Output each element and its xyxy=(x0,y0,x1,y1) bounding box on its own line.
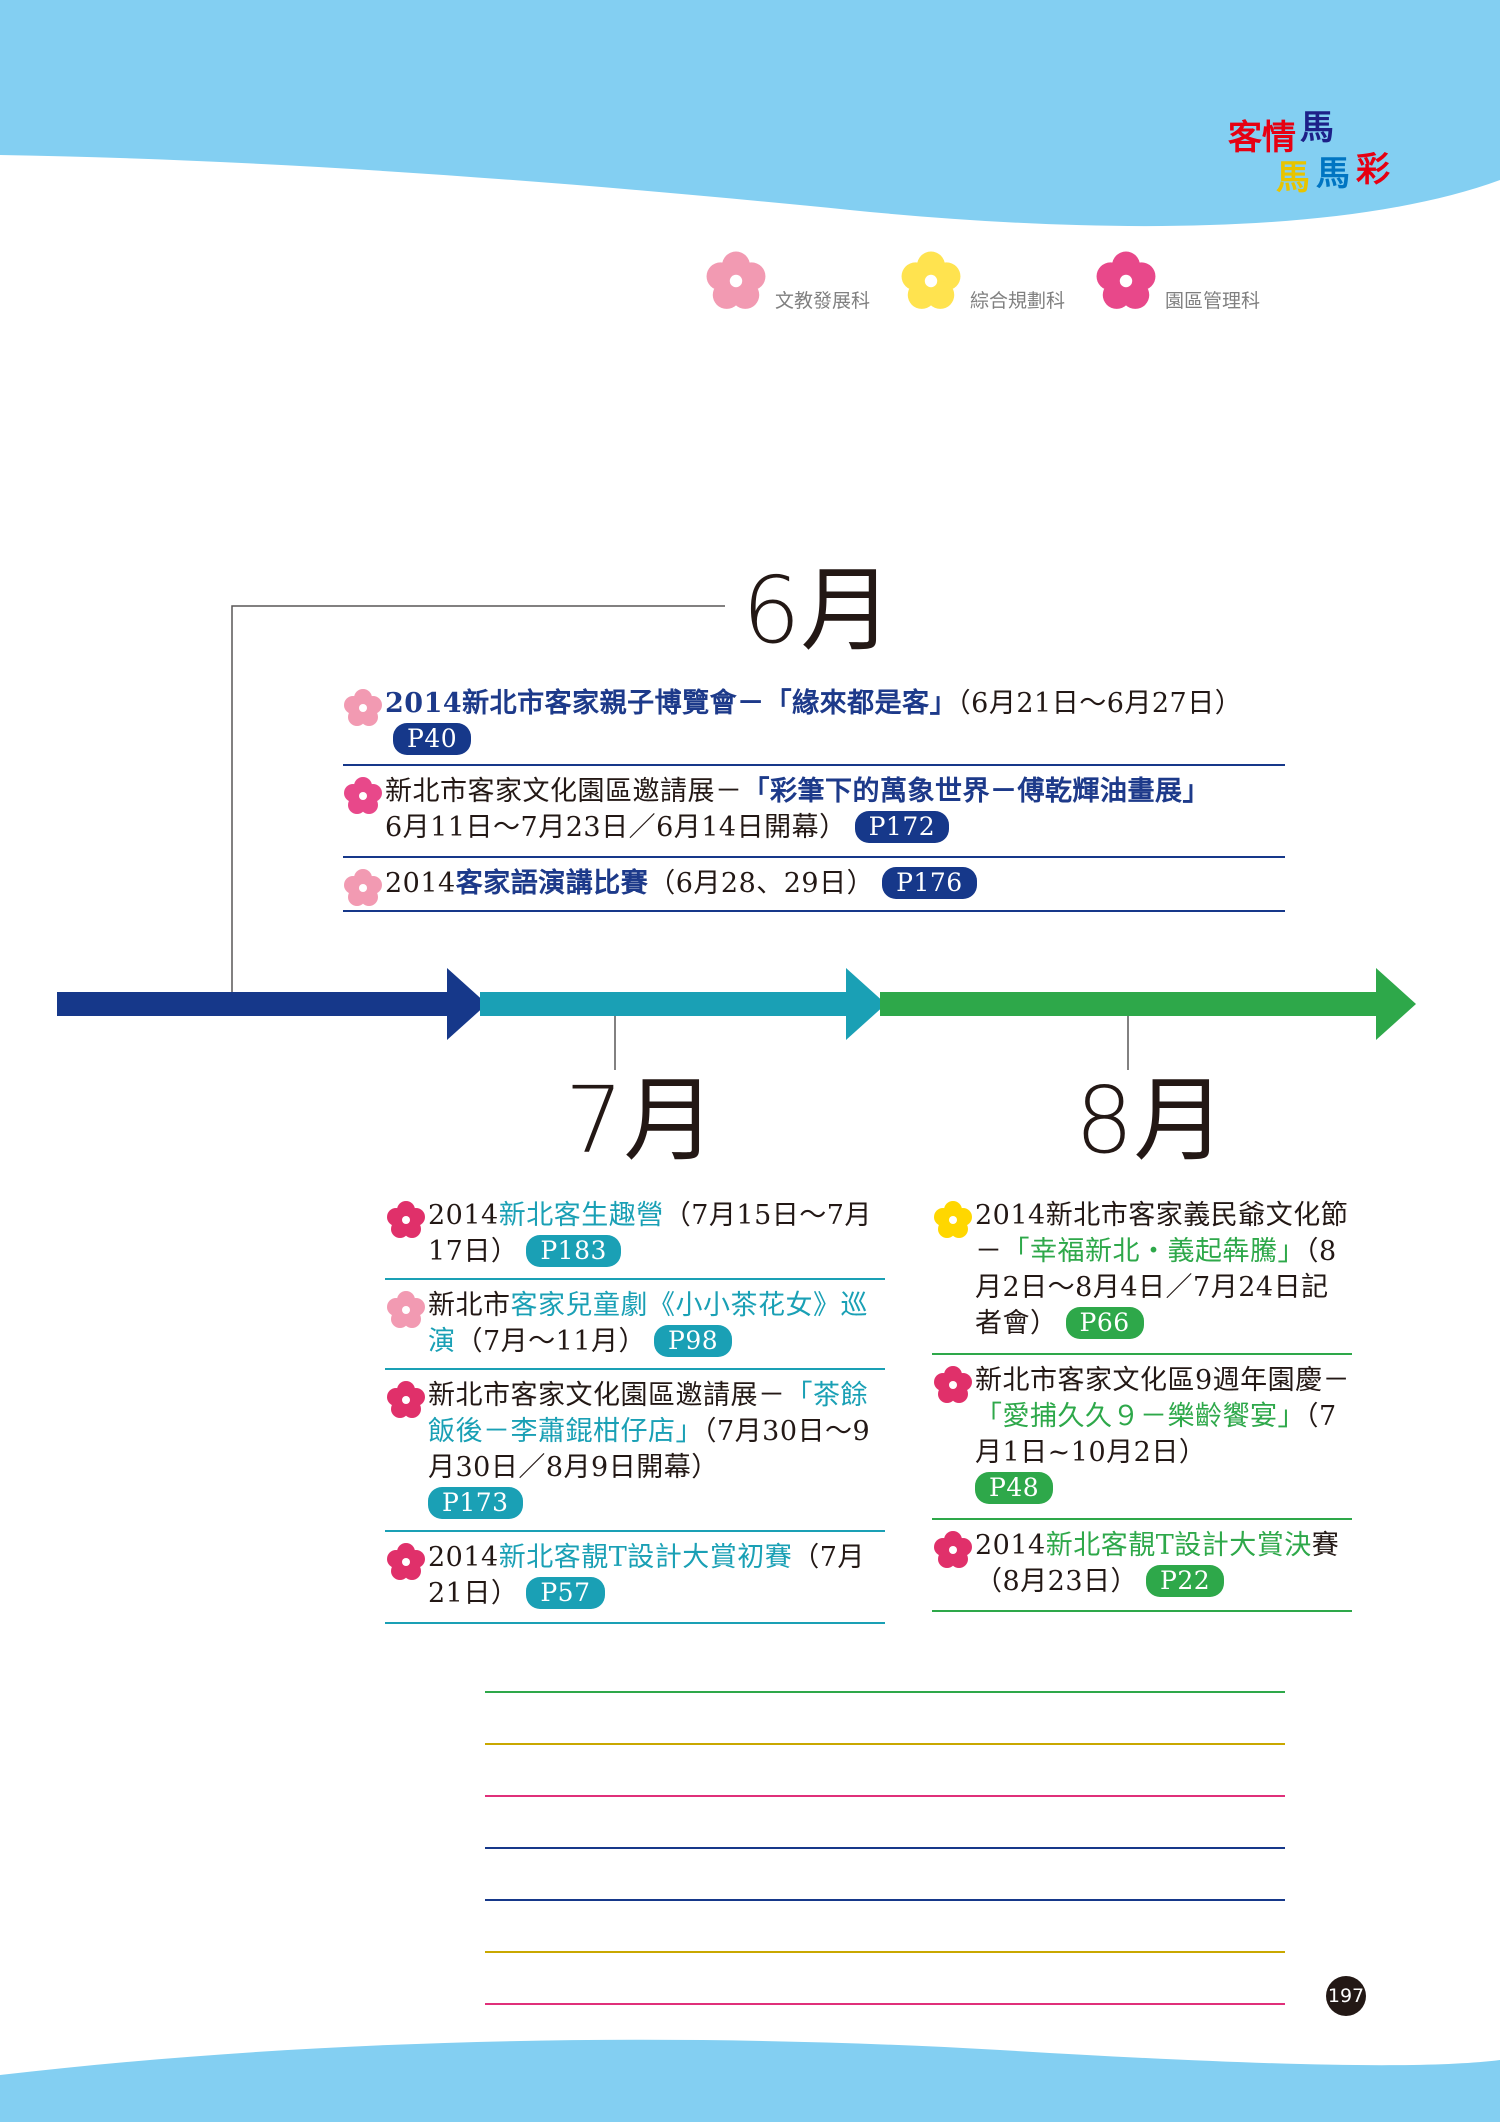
month-label-june: 6月 xyxy=(742,557,893,664)
event-title: 「幸福新北‧義起犇騰」 xyxy=(1002,1236,1305,1267)
flower-icon xyxy=(934,1366,972,1403)
logo-char: 馬 xyxy=(1276,158,1310,198)
month-label-july: 7月 xyxy=(565,1067,716,1174)
event-title: 客家語演講比賽 xyxy=(455,868,649,899)
event-text: 新北市客家文化園區邀請展－ xyxy=(428,1380,786,1411)
event-title: 「愛捕久久９－樂齡饗宴」 xyxy=(975,1401,1305,1432)
event-item: 2014新北市客家義民爺文化節－「幸福新北‧義起犇騰」（8月2日～8月4日／7月… xyxy=(934,1198,1355,1342)
divider xyxy=(343,764,1285,766)
divider xyxy=(932,1518,1352,1520)
page-reference-badge[interactable]: P40 xyxy=(393,723,472,755)
event-date: （7月1日~10月2日） xyxy=(975,1401,1337,1468)
legend: 文教發展科 綜合規劃科 園區管理科 xyxy=(705,250,1305,320)
event-title: 新北客靚T設計大賞初賽 xyxy=(498,1542,793,1573)
event-date: （7月30日～9月30日／8月9日開幕） xyxy=(428,1416,871,1483)
august-arrow-bar xyxy=(880,992,1385,1016)
flower-icon xyxy=(934,1201,972,1238)
july-arrow-head xyxy=(846,968,886,1040)
event-title: 客家兒童劇《小小茶花女》巡演 xyxy=(428,1290,868,1357)
page-reference-badge[interactable]: P48 xyxy=(975,1472,1054,1504)
event-title: 新北客生趣營 xyxy=(498,1200,664,1231)
event-date: （8月2日～8月4日／7月24日記者會） xyxy=(975,1236,1337,1339)
logo: 客情 馬 馬 馬 彩 xyxy=(1228,100,1418,210)
event-text: 新北市 xyxy=(428,1290,511,1321)
page-reference-badge[interactable]: P173 xyxy=(428,1487,523,1519)
page-reference-badge[interactable]: P66 xyxy=(1065,1307,1144,1339)
event-date: （7月15日～7月17日） xyxy=(428,1200,872,1267)
event-title: 「茶餘飯後－李蕭錕柑仔店」 xyxy=(428,1380,868,1447)
flower-icon xyxy=(387,1201,425,1238)
divider xyxy=(932,1610,1352,1612)
event-item: 2014新北客靚T設計大賞初賽（7月21日）P57 xyxy=(387,1540,888,1612)
flower-icon xyxy=(1096,251,1156,309)
june-arrow-bar xyxy=(57,992,452,1016)
event-item: 2014客家語演講比賽（6月28、29日）P176 xyxy=(344,866,1285,906)
flower-icon xyxy=(344,869,382,906)
event-item: 2014新北客生趣營（7月15日～7月17日）P183 xyxy=(387,1198,888,1270)
flower-icon xyxy=(901,251,961,309)
legend-label: 園區管理科 xyxy=(1165,290,1261,312)
june-arrow-head xyxy=(447,968,487,1040)
event-text: 2014新北市客家義民爺文化節－ xyxy=(975,1200,1349,1267)
event-date: （6月21日～6月27日） xyxy=(957,688,1243,719)
event-date: （7月～11月） xyxy=(455,1326,647,1357)
july-arrow-bar xyxy=(480,992,850,1016)
flower-icon xyxy=(387,1381,425,1418)
page-reference-badge[interactable]: P57 xyxy=(526,1577,605,1609)
flower-icon xyxy=(706,251,766,309)
legend-label: 文教發展科 xyxy=(775,290,871,312)
event-text: 2014 xyxy=(428,1200,499,1231)
event-item: 2014新北客靚T設計大賞決賽（8月23日）P22 xyxy=(934,1528,1355,1600)
divider xyxy=(385,1368,885,1370)
divider xyxy=(343,910,1285,912)
divider xyxy=(385,1278,885,1280)
flower-icon xyxy=(934,1531,972,1568)
event-date: （6月28、29日） xyxy=(648,868,875,899)
logo-char: 馬 xyxy=(1316,154,1350,194)
divider xyxy=(932,1353,1352,1355)
logo-char: 馬 xyxy=(1300,108,1334,148)
page-reference-badge[interactable]: P98 xyxy=(654,1325,733,1357)
page-reference-badge[interactable]: P22 xyxy=(1146,1565,1225,1597)
june-connector-line xyxy=(231,605,725,995)
event-item: 新北市客家文化園區邀請展－「茶餘飯後－李蕭錕柑仔店」（7月30日～9月30日／8… xyxy=(387,1378,888,1522)
event-text: 2014 xyxy=(428,1542,499,1573)
august-arrow-head xyxy=(1376,968,1416,1040)
page-reference-badge[interactable]: P183 xyxy=(526,1235,621,1267)
event-item: 新北市客家文化園區邀請展－「彩筆下的萬象世界－傅乾輝油畫展」 6月11日～7月23… xyxy=(344,774,1285,846)
event-text: 新北市客家文化園區邀請展－ xyxy=(385,776,743,807)
legend-label: 綜合規劃科 xyxy=(970,290,1066,312)
logo-text: 客情 xyxy=(1228,118,1296,158)
divider xyxy=(343,856,1285,858)
event-date: 賽（8月23日） xyxy=(975,1530,1340,1597)
logo-text: 彩 xyxy=(1356,150,1390,190)
flower-icon xyxy=(387,1543,425,1580)
flower-icon xyxy=(344,777,382,814)
event-date: 6月11日～7月23日／6月14日開幕） xyxy=(385,812,847,843)
page-number: 197 xyxy=(1326,1976,1366,2016)
flower-icon xyxy=(387,1291,425,1328)
top-sky-wave xyxy=(0,0,1500,227)
month-label-august: 8月 xyxy=(1075,1067,1226,1174)
event-item: 新北市客家兒童劇《小小茶花女》巡演（7月～11月）P98 xyxy=(387,1288,888,1360)
event-item: 新北市客家文化區9週年園慶－ 「愛捕久久９－樂齡饗宴」（7月1日~10月2日） P4… xyxy=(934,1363,1355,1507)
event-title: 2014新北市客家親子博覽會－「緣來都是客」 xyxy=(385,688,958,719)
flower-icon xyxy=(344,689,382,726)
page-reference-badge[interactable]: P176 xyxy=(882,867,977,899)
event-title: 「彩筆下的萬象世界－傅乾輝油畫展」 xyxy=(742,776,1210,807)
event-date: （7月21日） xyxy=(428,1542,865,1609)
bottom-sky-wave xyxy=(0,2039,1500,2122)
event-item: 2014新北市客家親子博覽會－「緣來都是客」（6月21日～6月27日） P40 xyxy=(344,686,1285,758)
page-reference-badge[interactable]: P172 xyxy=(854,811,950,843)
event-text: 新北市客家文化區9週年園慶－ xyxy=(975,1365,1351,1396)
divider xyxy=(385,1530,885,1532)
event-text: 2014 xyxy=(975,1530,1046,1561)
divider xyxy=(385,1622,885,1624)
event-title: 新北客靚T設計大賞決 xyxy=(1045,1530,1312,1561)
event-text: 2014 xyxy=(385,868,456,899)
